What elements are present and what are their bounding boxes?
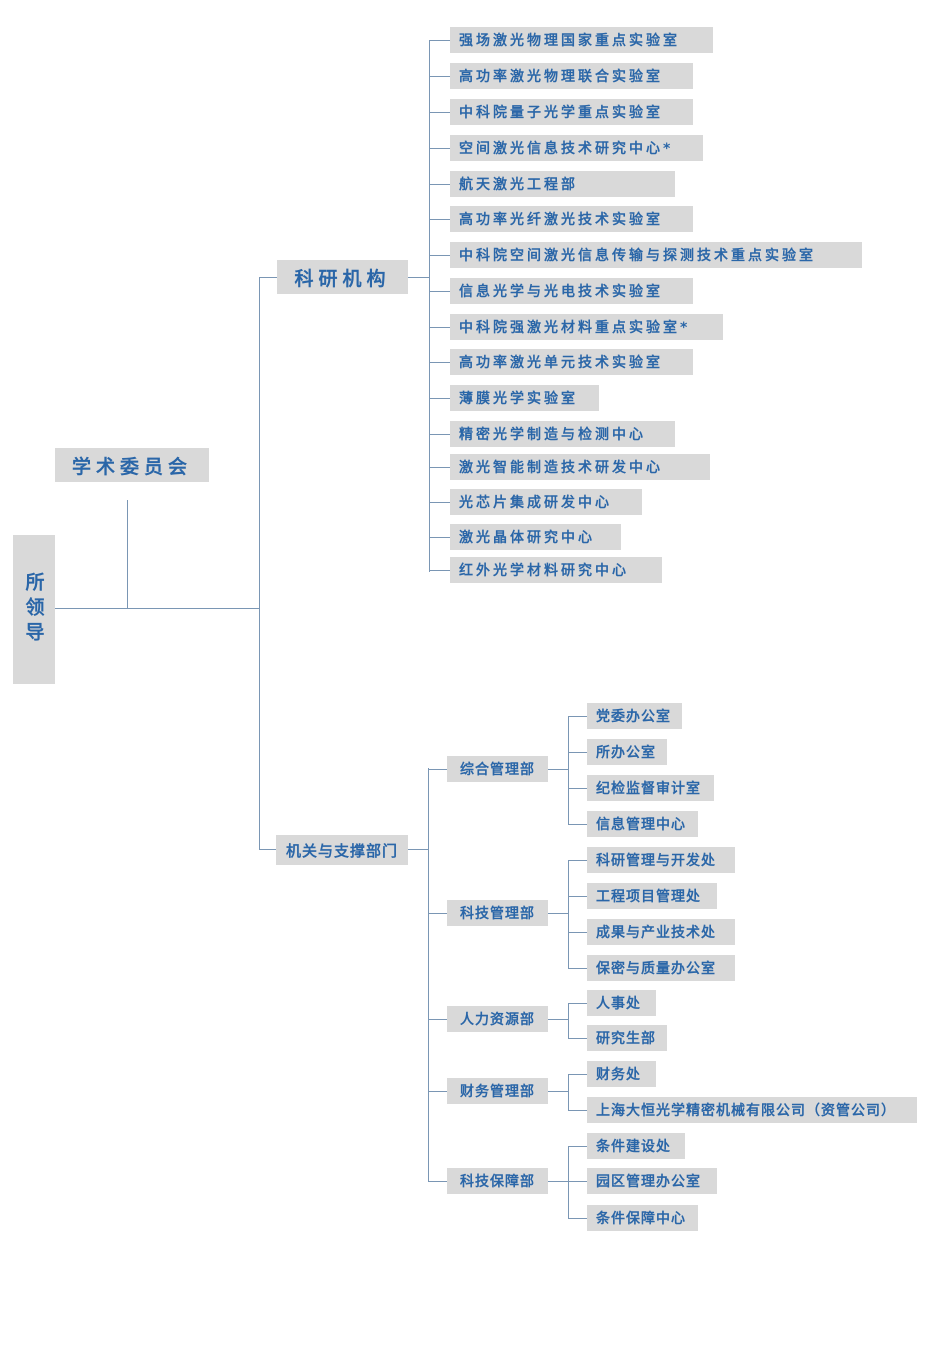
committee-box: 学术委员会 <box>55 448 209 482</box>
connector-office <box>568 752 587 753</box>
office-box: 党委办公室 <box>587 703 682 729</box>
research-lab: 中科院空间激光信息传输与探测技术重点实验室 <box>450 242 862 268</box>
connector-office <box>568 1146 587 1147</box>
connector-research-item <box>429 219 450 220</box>
connector-research-item <box>429 76 450 77</box>
connector-dept <box>428 913 447 914</box>
connector-dept <box>428 1091 447 1092</box>
connector-research-item <box>429 398 450 399</box>
connector-committee <box>127 500 128 608</box>
connector-office <box>568 896 587 897</box>
connector-research-out <box>408 277 430 278</box>
connector-dept-out <box>548 1019 568 1020</box>
connector-main-trunk <box>259 277 260 849</box>
connector-office <box>568 716 587 717</box>
office-box: 园区管理办公室 <box>587 1168 717 1194</box>
connector-office <box>568 1003 587 1004</box>
connector-admin-out <box>408 849 429 850</box>
connector-dept-out <box>548 913 568 914</box>
connector-office <box>568 1110 587 1111</box>
root-leadership-box: 所领导 <box>13 535 55 684</box>
connector-dept-out <box>548 769 568 770</box>
office-box: 科研管理与开发处 <box>587 847 735 873</box>
research-lab: 中科院强激光材料重点实验室* <box>450 314 723 340</box>
connector-office-trunk <box>568 1074 569 1111</box>
research-lab: 航天激光工程部 <box>450 171 675 197</box>
research-lab: 激光智能制造技术研发中心 <box>450 454 710 480</box>
research-title-box: 科研机构 <box>277 260 408 294</box>
office-box: 财务处 <box>587 1061 656 1087</box>
connector-office-trunk <box>568 716 569 825</box>
connector-office <box>568 968 587 969</box>
connector-research-item <box>429 502 450 503</box>
office-box: 信息管理中心 <box>587 811 698 837</box>
connector-admin-trunk <box>428 768 429 1182</box>
office-box: 工程项目管理处 <box>587 883 717 909</box>
connector-research-trunk <box>429 40 430 572</box>
office-box: 所办公室 <box>587 739 667 765</box>
connector-office <box>568 824 587 825</box>
connector-office <box>568 1181 587 1182</box>
research-lab: 红外光学材料研究中心 <box>450 557 662 583</box>
connector-office <box>568 860 587 861</box>
dept-box: 科技管理部 <box>447 900 548 926</box>
connector-office <box>568 1074 587 1075</box>
connector-office <box>568 1038 587 1039</box>
connector-research <box>259 277 277 278</box>
office-box: 纪检监督审计室 <box>587 775 714 801</box>
research-lab: 光芯片集成研发中心 <box>450 489 642 515</box>
connector-research-item <box>429 40 450 41</box>
office-box: 保密与质量办公室 <box>587 955 735 981</box>
connector-dept-out <box>548 1091 568 1092</box>
research-lab: 中科院量子光学重点实验室 <box>450 99 693 125</box>
research-lab: 高功率激光单元技术实验室 <box>450 349 693 375</box>
research-lab: 信息光学与光电技术实验室 <box>450 278 693 304</box>
research-lab: 高功率光纤激光技术实验室 <box>450 206 693 232</box>
research-lab: 精密光学制造与检测中心 <box>450 421 675 447</box>
office-box: 研究生部 <box>587 1025 667 1051</box>
research-lab: 激光晶体研究中心 <box>450 524 621 550</box>
connector-dept <box>428 1181 447 1182</box>
connector-research-item <box>429 537 450 538</box>
connector-dept-out <box>548 1181 568 1182</box>
connector-research-item <box>429 362 450 363</box>
connector-research-item <box>429 148 450 149</box>
office-box: 条件建设处 <box>587 1133 685 1159</box>
office-box: 人事处 <box>587 990 656 1016</box>
office-box: 成果与产业技术处 <box>587 919 735 945</box>
connector-office <box>568 932 587 933</box>
connector-office-trunk <box>568 860 569 969</box>
connector-research-item <box>429 112 450 113</box>
connector-research-item <box>429 434 450 435</box>
connector-dept <box>428 769 447 770</box>
connector-office-trunk <box>568 1146 569 1219</box>
dept-box: 综合管理部 <box>447 756 548 782</box>
office-box: 上海大恒光学精密机械有限公司（资管公司） <box>587 1097 917 1123</box>
connector-dept <box>428 1019 447 1020</box>
connector-root <box>55 608 260 609</box>
connector-research-item <box>429 570 450 571</box>
dept-box: 人力资源部 <box>447 1006 548 1032</box>
connector-office <box>568 788 587 789</box>
research-lab: 薄膜光学实验室 <box>450 385 599 411</box>
connector-research-item <box>429 291 450 292</box>
office-box: 条件保障中心 <box>587 1205 698 1231</box>
connector-research-item <box>429 467 450 468</box>
connector-research-item <box>429 184 450 185</box>
dept-box: 财务管理部 <box>447 1078 548 1104</box>
connector-research-item <box>429 327 450 328</box>
research-lab: 高功率激光物理联合实验室 <box>450 63 693 89</box>
research-lab: 强场激光物理国家重点实验室 <box>450 27 713 53</box>
connector-office-trunk <box>568 1003 569 1039</box>
dept-box: 科技保障部 <box>447 1168 548 1194</box>
connector-research-item <box>429 255 450 256</box>
research-lab: 空间激光信息技术研究中心* <box>450 135 703 161</box>
connector-office <box>568 1218 587 1219</box>
connector-admin <box>259 849 277 850</box>
admin-title-box: 机关与支撑部门 <box>276 835 408 865</box>
